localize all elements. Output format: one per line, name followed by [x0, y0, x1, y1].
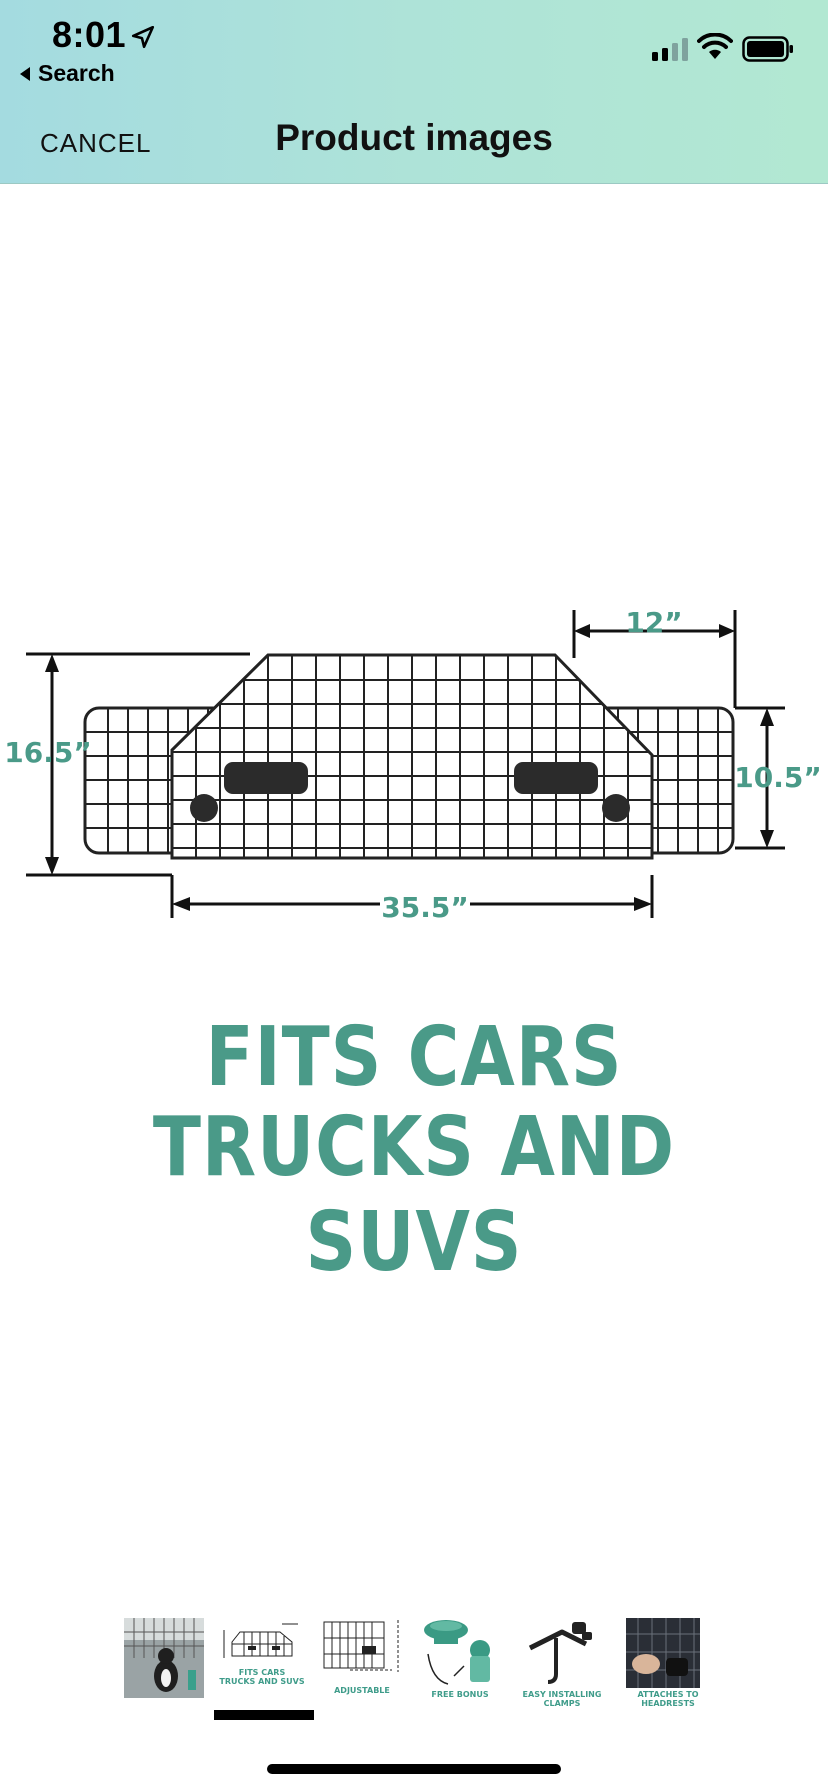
thumbnail-3[interactable]: ADJUSTABLE	[320, 1618, 404, 1702]
wifi-icon	[697, 33, 733, 59]
headline-line-1: FITS CARS	[205, 1010, 623, 1105]
thumbnail-2-caption-2: TRUCKS AND SUVS	[219, 1677, 305, 1686]
dimension-width-bottom: 35.5”	[381, 891, 469, 924]
thumbnail-4[interactable]: FREE BONUS	[418, 1618, 502, 1702]
barrier-dimensions-icon	[223, 1623, 298, 1658]
thumbnail-strip: FITS CARS TRUCKS AND SUVS ADJUSTABLE	[122, 1618, 712, 1708]
dog-in-car-icon	[124, 1618, 204, 1698]
center-panel	[170, 653, 654, 860]
home-indicator[interactable]	[267, 1764, 561, 1774]
thumbnail-5[interactable]: EASY INSTALLING CLAMPS	[520, 1618, 604, 1708]
thumbnail-2[interactable]: FITS CARS TRUCKS AND SUVS	[219, 1618, 305, 1702]
pet-barrier-diagram: 12” 16.5” 10.5” 35.5”	[4, 606, 822, 924]
dimension-width-top: 12”	[625, 606, 682, 639]
back-caret-icon	[20, 66, 30, 81]
back-search-label: Search	[38, 60, 115, 86]
dimension-lines	[26, 610, 785, 918]
back-to-search-button[interactable]: Search	[20, 60, 115, 87]
dimension-height-right: 10.5”	[734, 761, 822, 794]
page-title: Product images	[275, 117, 553, 158]
bowl-and-bags-icon	[424, 1620, 490, 1685]
thumbnail-2-caption-1: FITS CARS	[238, 1668, 286, 1677]
barrier-adjustable-icon	[323, 1620, 399, 1672]
thumbnail-5-caption: EASY INSTALLING CLAMPS	[522, 1690, 602, 1708]
selected-thumbnail-indicator	[214, 1710, 314, 1720]
header-bar: 8:01 Search CANCEL Product images	[0, 0, 828, 184]
status-time: 8:01	[52, 14, 127, 55]
thumbnail-1[interactable]	[124, 1618, 208, 1702]
dimension-height-left: 16.5”	[4, 736, 92, 769]
cellular-signal-icon	[652, 38, 688, 61]
thumbnail-6[interactable]: ATTACHES TO HEADRESTS	[626, 1618, 710, 1708]
thumbnail-4-caption: FREE BONUS	[431, 1690, 489, 1699]
battery-icon	[742, 36, 793, 62]
thumbnail-3-caption: ADJUSTABLE	[334, 1686, 390, 1695]
clamp-icon	[190, 762, 630, 822]
location-arrow-icon	[131, 25, 155, 49]
cancel-button[interactable]: CANCEL	[40, 128, 152, 158]
clamp-hook-icon	[528, 1622, 592, 1684]
headline-line-2: TRUCKS AND SUVS	[152, 1100, 676, 1290]
thumbnail-6-caption: ATTACHES TO HEADRESTS	[637, 1690, 699, 1708]
headrest-photo-icon	[626, 1618, 700, 1688]
